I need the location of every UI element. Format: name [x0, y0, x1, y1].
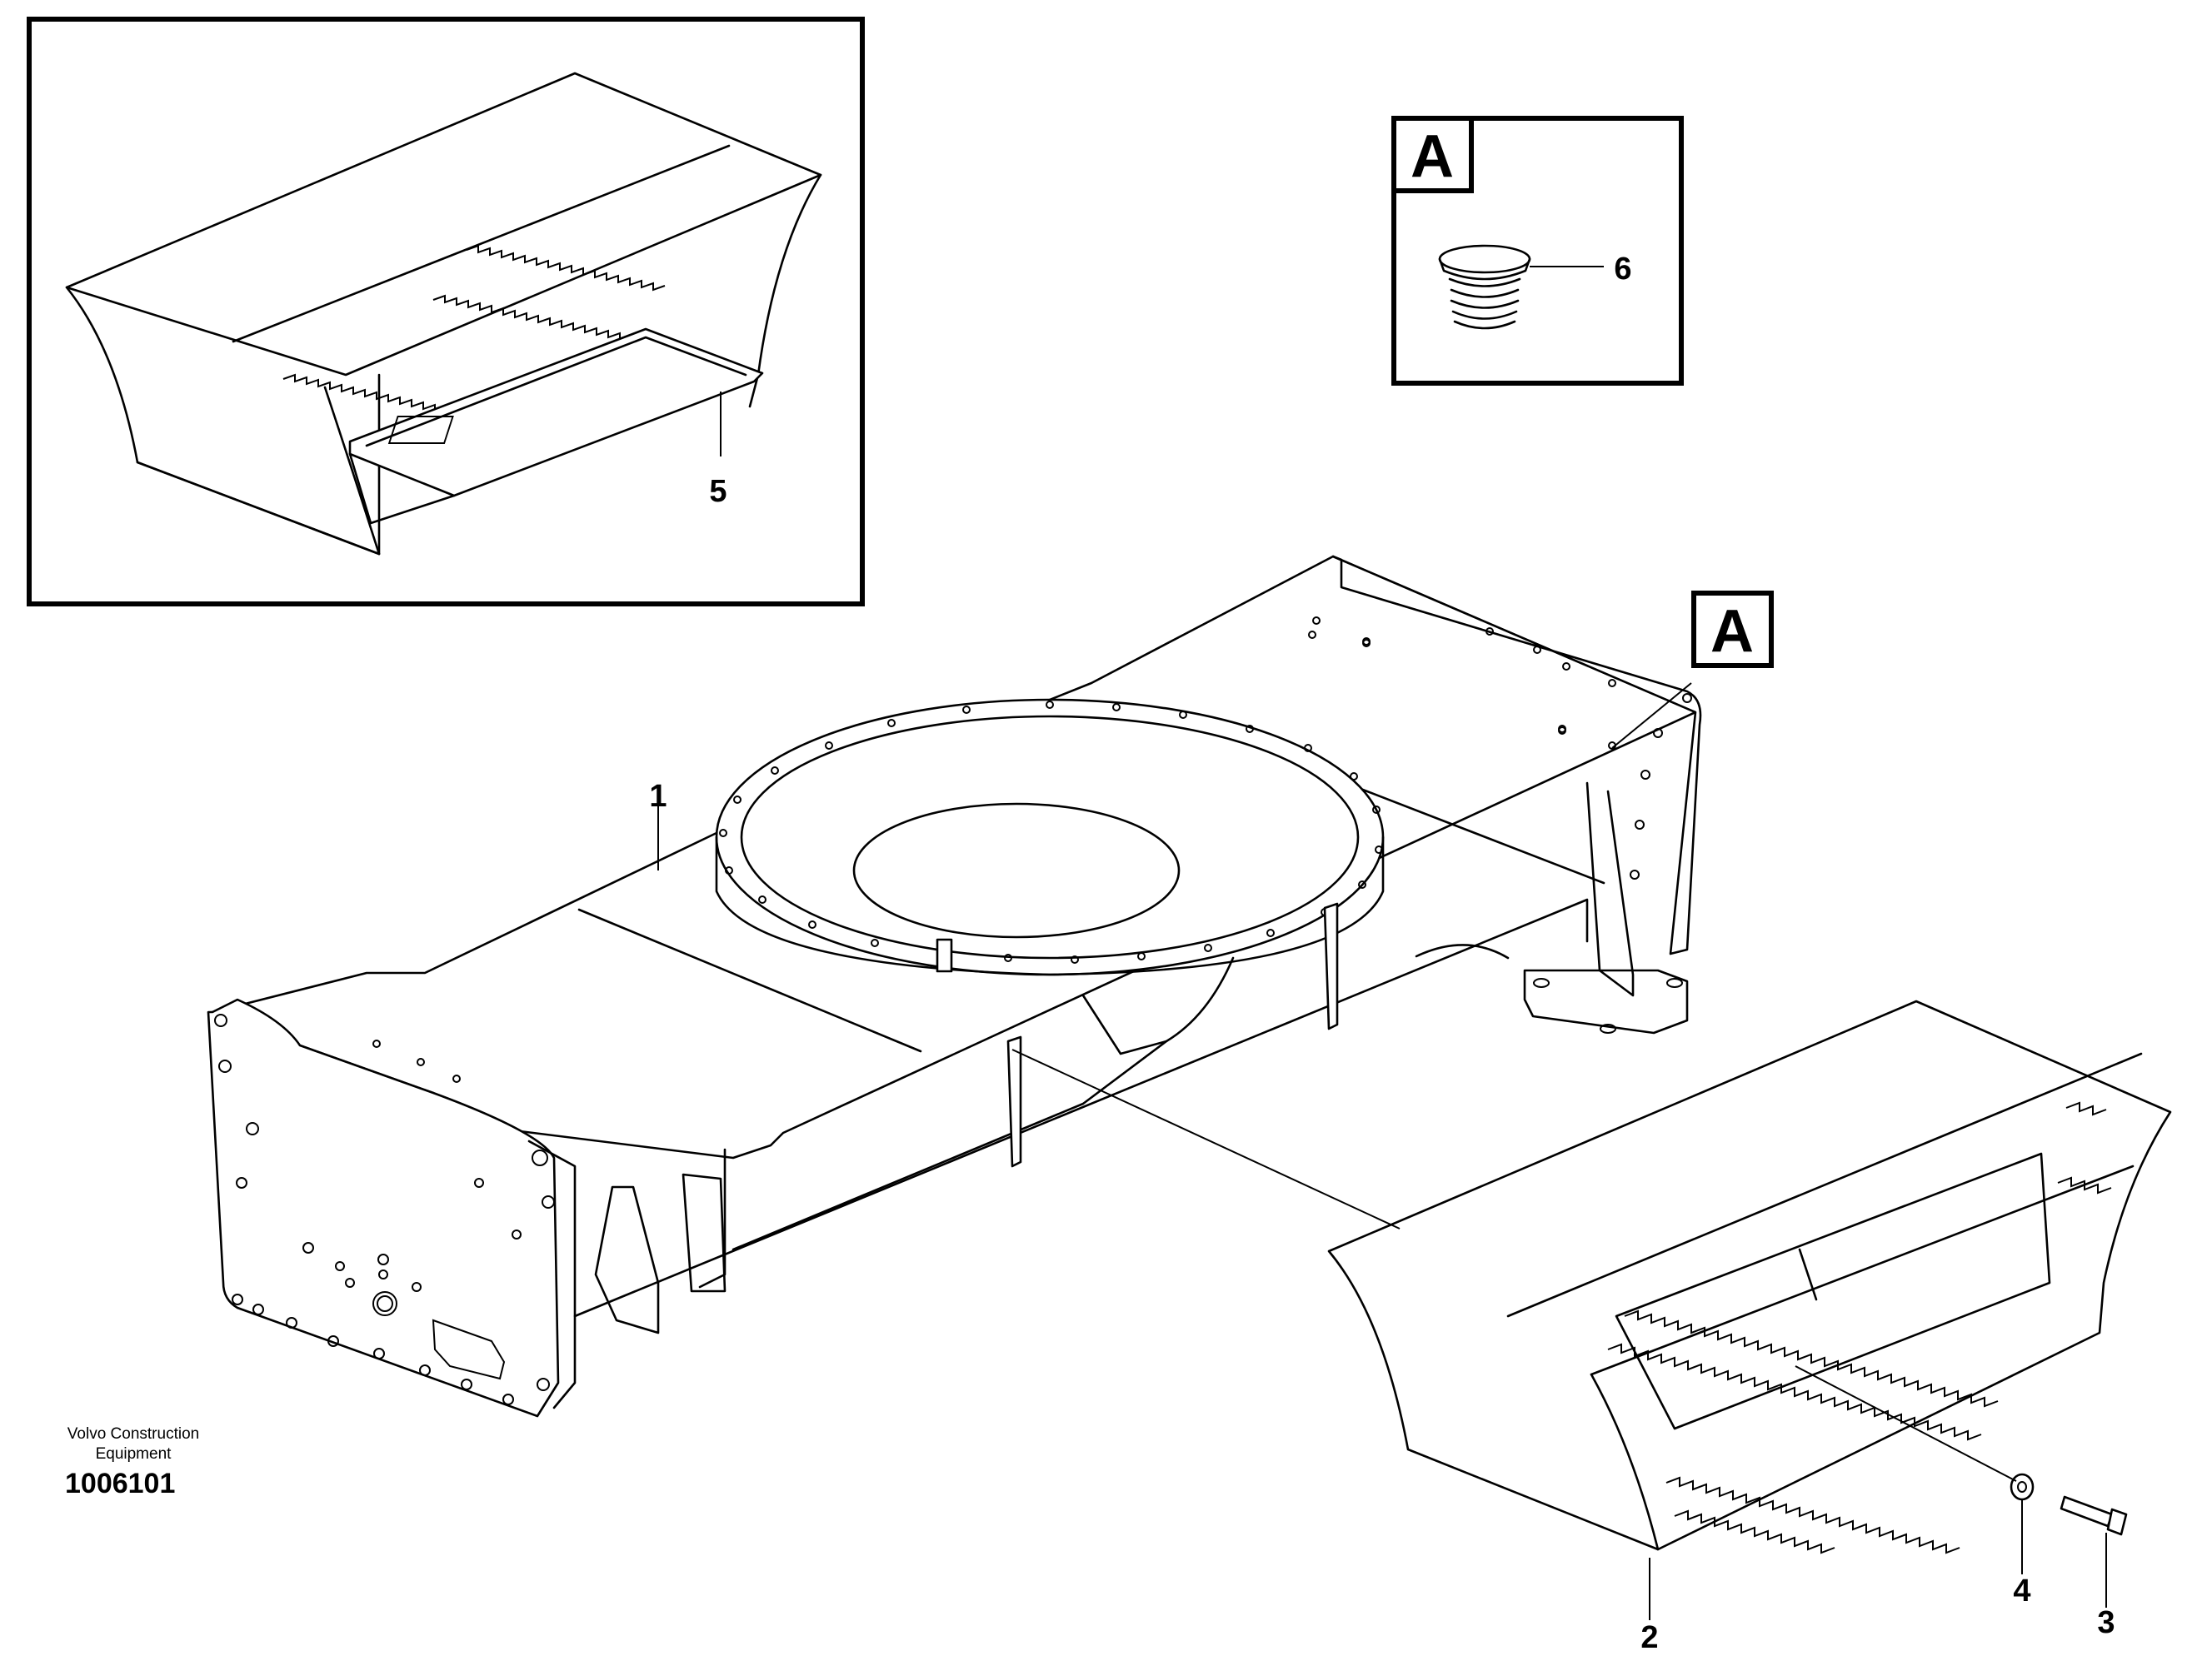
section-marker-a: A: [1691, 591, 1774, 668]
callout-5: 5: [709, 474, 727, 509]
inset-frame: [27, 17, 865, 606]
company-name-line1: Volvo Construction: [67, 1425, 200, 1443]
detail-frame: [1391, 116, 1684, 386]
callout-2: 2: [1640, 1620, 1658, 1655]
detail-label-box: [1391, 116, 1474, 193]
step-assembly: [1327, 1000, 2172, 1554]
inset-step-view: [27, 17, 865, 606]
callout-6: 6: [1614, 252, 1631, 287]
leader-lines: [657, 682, 2107, 1620]
callout-numbers: 1 2 3 4 5 6: [649, 252, 2115, 1655]
detail-a-box: A: [1391, 116, 1684, 386]
washer: [2010, 1473, 2035, 1501]
section-marker-label: A: [1710, 598, 1754, 665]
callout-1: 1: [649, 779, 667, 814]
company-name-line2: Equipment: [95, 1445, 172, 1463]
drawing-number: 1006101: [65, 1468, 176, 1499]
bolt: [2060, 1495, 2114, 1528]
callout-4: 4: [2013, 1574, 2030, 1609]
callout-3: 3: [2097, 1605, 2115, 1640]
main-frame: [207, 555, 1702, 1418]
detail-view-label: A: [1411, 123, 1454, 190]
